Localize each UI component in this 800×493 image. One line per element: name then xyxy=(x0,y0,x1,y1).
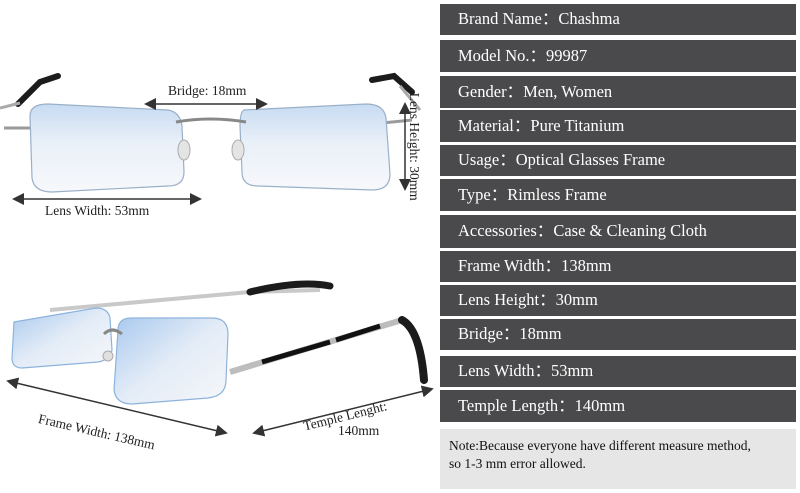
front-view xyxy=(0,72,422,205)
spec-label: Temple Length： xyxy=(458,395,575,415)
spec-row-type: Type：Rimless Frame xyxy=(440,179,796,211)
spec-label: Gender： xyxy=(458,81,524,101)
bridge-dimension-label: Bridge: 18mm xyxy=(168,83,247,98)
spec-value: 18mm xyxy=(519,324,562,344)
spec-row-lens-width: Lens Width：53mm xyxy=(440,356,796,387)
spec-label: Frame Width： xyxy=(458,256,562,276)
spec-value: Case & Cleaning Cloth xyxy=(553,221,707,241)
spec-row-temple-length: Temple Length：140mm xyxy=(440,390,796,422)
spec-value: 30mm xyxy=(555,290,598,310)
spec-row-usage: Usage：Optical Glasses Frame xyxy=(440,145,796,176)
spec-value: Chashma xyxy=(558,9,620,29)
spec-label: Usage： xyxy=(458,150,516,170)
spec-label: Accessories： xyxy=(458,221,554,241)
spec-value: 53mm xyxy=(550,361,594,381)
lens-height-dimension-label: Lens Height: 30mm xyxy=(406,92,422,201)
spec-label: Material： xyxy=(458,115,531,135)
spec-label: Type： xyxy=(458,184,508,204)
spec-row-accessories: Accessories：Case & Cleaning Cloth xyxy=(440,215,796,248)
spec-value: Rimless Frame xyxy=(507,184,607,204)
measurement-note: Note:Because everyone have different mea… xyxy=(440,429,796,489)
product-image-area: Bridge: 18mm Lens Width: 53mm Lens Heigh… xyxy=(0,72,434,453)
note-line-1: Note:Because everyone have different mea… xyxy=(449,438,751,453)
spec-value: 99987 xyxy=(546,45,588,65)
spec-row-model: Model No.：99987 xyxy=(440,40,796,72)
lens-width-dimension-label: Lens Width: 53mm xyxy=(45,203,150,218)
spec-row-brand: Brand Name：Chashma xyxy=(440,4,796,35)
spec-value: 140mm xyxy=(574,395,626,415)
spec-row-gender: Gender：Men, Women xyxy=(440,76,796,108)
spec-value: Optical Glasses Frame xyxy=(515,150,666,170)
temple-length-value-label: 140mm xyxy=(338,423,380,438)
spec-label: Bridge： xyxy=(458,324,520,344)
spec-table: Brand Name：Chashma Model No.：99987 Gende… xyxy=(436,0,800,493)
spec-value: Pure Titanium xyxy=(530,115,625,135)
spec-row-bridge: Bridge：18mm xyxy=(440,319,796,350)
spec-row-material: Material：Pure Titanium xyxy=(440,110,796,142)
spec-label: Brand Name： xyxy=(458,9,559,29)
spec-label: Model No.： xyxy=(458,45,546,65)
spec-value: Men, Women xyxy=(523,81,613,101)
spec-label: Lens Width： xyxy=(458,361,551,381)
glasses-illustration xyxy=(0,72,434,437)
spec-value: 138mm xyxy=(561,256,612,276)
spec-row-lens-height: Lens Height：30mm xyxy=(440,285,796,316)
side-view xyxy=(6,280,434,437)
note-line-2: so 1-3 mm error allowed. xyxy=(449,456,586,471)
spec-label: Lens Height： xyxy=(458,290,556,310)
spec-row-frame-width: Frame Width：138mm xyxy=(440,251,796,282)
